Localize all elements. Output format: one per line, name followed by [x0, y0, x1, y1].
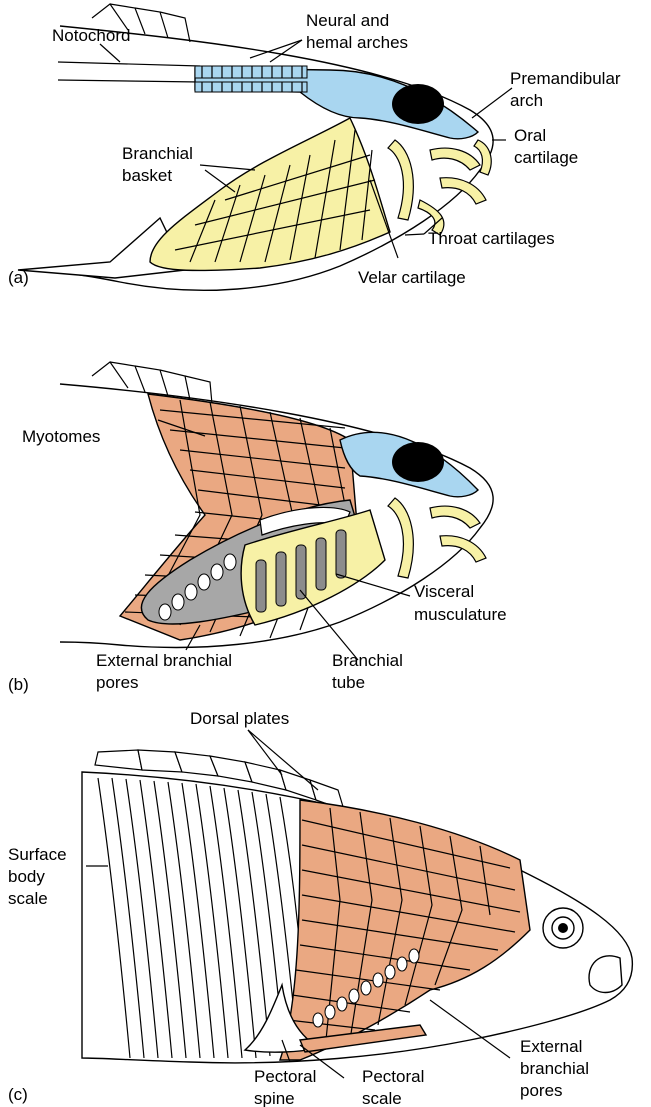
label-branchial-tube-1: Branchial	[332, 651, 403, 670]
label-neural-hemal-1: Neural and	[306, 11, 389, 30]
panel-b-tag: (b)	[8, 675, 29, 694]
label-branchial-basket-2: basket	[122, 166, 172, 185]
label-notochord: Notochord	[52, 26, 130, 45]
label-external-pores-c-1: External	[520, 1037, 582, 1056]
label-pectoral-scale-1: Pectoral	[362, 1067, 424, 1086]
panel-c-external: Dorsal plates Surface body scale Externa…	[8, 709, 632, 1107]
label-oral-1: Oral	[514, 126, 546, 145]
panel-b-eye	[392, 442, 444, 482]
label-branchial-basket-1: Branchial	[122, 144, 193, 163]
panel-a-skeleton: Neural and hemal arches Notochord Preman…	[8, 4, 621, 290]
label-velar-cartilage: Velar cartilage	[358, 268, 466, 287]
label-surface-scale-1: Surface	[8, 845, 67, 864]
label-neural-hemal-2: hemal arches	[306, 33, 408, 52]
label-external-pores-b-2: pores	[96, 673, 139, 692]
panel-b-musculature: Myotomes Visceral musculature External b…	[8, 362, 507, 694]
label-visceral-2: musculature	[414, 605, 507, 624]
panel-a-tag: (a)	[8, 268, 29, 287]
label-visceral-1: Visceral	[414, 582, 474, 601]
panel-c-tag: (c)	[8, 1085, 28, 1104]
label-dorsal-plates: Dorsal plates	[190, 709, 289, 728]
label-surface-scale-2: body	[8, 867, 45, 886]
panel-a-eye	[392, 84, 444, 124]
label-pectoral-scale-2: scale	[362, 1089, 402, 1107]
label-external-pores-c-3: pores	[520, 1081, 563, 1100]
label-premandibular-2: arch	[510, 91, 543, 110]
label-branchial-tube-2: tube	[332, 673, 365, 692]
label-myotomes: Myotomes	[22, 427, 100, 446]
label-external-pores-b-1: External branchial	[96, 651, 232, 670]
label-pectoral-spine-2: spine	[254, 1089, 295, 1107]
label-throat-cartilages: Throat cartilages	[428, 229, 555, 248]
label-premandibular-1: Premandibular	[510, 69, 621, 88]
label-external-pores-c-2: branchial	[520, 1059, 589, 1078]
label-oral-2: cartilage	[514, 148, 578, 167]
label-pectoral-spine-1: Pectoral	[254, 1067, 316, 1086]
panel-a-notochord	[58, 62, 200, 66]
label-surface-scale-3: scale	[8, 889, 48, 908]
